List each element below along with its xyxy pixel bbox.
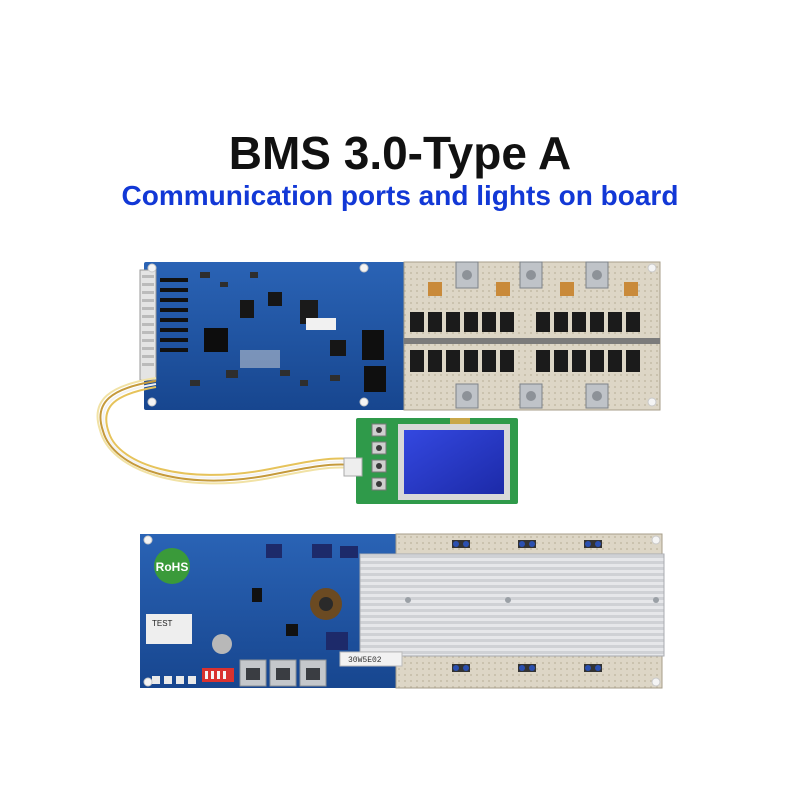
lcd-display-module bbox=[343, 418, 518, 504]
serial-sticker: 30W5E02 bbox=[348, 656, 382, 665]
rohs-sticker bbox=[154, 548, 190, 584]
status-leds bbox=[152, 676, 196, 684]
microcontroller-chip bbox=[204, 328, 228, 352]
qr-sticker bbox=[306, 318, 336, 330]
capacitors bbox=[212, 544, 358, 654]
power-terminals bbox=[455, 261, 609, 409]
lcd-screen bbox=[404, 430, 504, 494]
bottom-bms-board: RoHS TEST bbox=[140, 533, 665, 689]
page-subtitle: Communication ports and lights on board bbox=[121, 180, 679, 211]
mosfet-array bbox=[410, 312, 640, 372]
page-title: BMS 3.0-Type A bbox=[228, 127, 572, 179]
test-label: TEST bbox=[152, 619, 173, 628]
rj45-ports bbox=[239, 659, 327, 687]
heatsink bbox=[359, 553, 665, 657]
rohs-label: RoHS bbox=[156, 560, 189, 574]
top-bms-board bbox=[139, 261, 661, 411]
display-cable bbox=[96, 377, 353, 485]
